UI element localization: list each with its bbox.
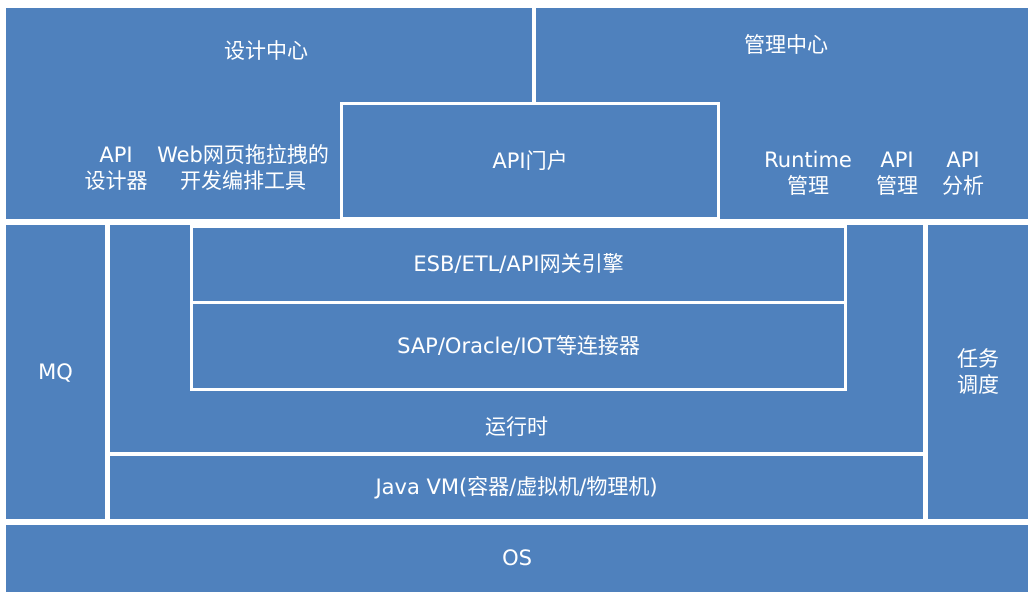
task-scheduling-label: 任务 调度 (957, 346, 999, 397)
connectors-block: SAP/Oracle/IOT等连接器 (190, 301, 847, 391)
api-management-label: API 管理 (876, 148, 918, 199)
api-portal-block: API门户 (340, 102, 720, 220)
connectors-label: SAP/Oracle/IOT等连接器 (397, 333, 640, 358)
runtime-label: 运行时 (485, 415, 548, 439)
mq-label: MQ (38, 359, 73, 384)
mq-block: MQ (6, 225, 105, 519)
jvm-block: Java VM(容器/虚拟机/物理机) (110, 456, 923, 519)
management-center-title: 管理中心 (744, 33, 828, 57)
task-scheduling-block: 任务 调度 (928, 225, 1028, 519)
web-drag-drop-tool-label: Web网页拖拉拽的 开发编排工具 (157, 143, 329, 194)
runtime-management-label: Runtime 管理 (764, 148, 852, 199)
engine-block: ESB/ETL/API网关引擎 (190, 225, 847, 304)
jvm-label: Java VM(容器/虚拟机/物理机) (375, 475, 658, 500)
os-block: OS (6, 525, 1028, 592)
engine-label: ESB/ETL/API网关引擎 (413, 252, 624, 277)
os-label: OS (502, 546, 532, 571)
api-designer-label: API 设计器 (84, 143, 148, 194)
api-analysis-label: API 分析 (942, 148, 984, 199)
api-portal-label: API门户 (492, 148, 568, 173)
design-center-title: 设计中心 (224, 39, 308, 63)
